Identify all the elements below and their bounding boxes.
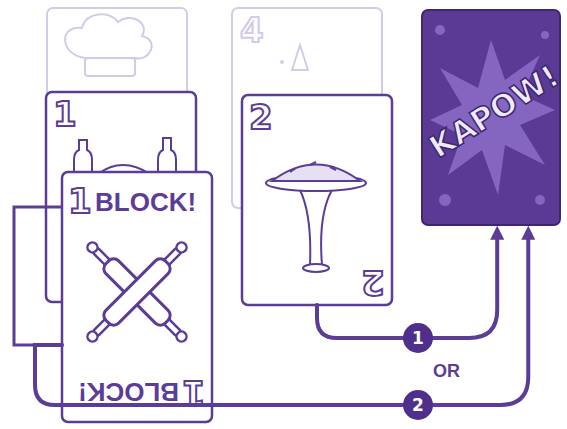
bracket: [14, 207, 62, 345]
rolling-pin-knob: [85, 240, 99, 254]
faded-sketch: [280, 60, 284, 64]
cake-stand-base: [303, 264, 329, 272]
choice-word: OR: [433, 362, 460, 380]
card-title: BLOCK!: [78, 379, 179, 405]
card-number: 1: [53, 97, 77, 131]
rolling-pin-handle: [92, 247, 182, 337]
bottle: [74, 140, 92, 174]
bottle: [158, 138, 176, 174]
rolling-pin: [83, 238, 192, 347]
chef-hat-band: [85, 58, 135, 76]
callout-number: 2: [403, 390, 433, 420]
number-card: 22: [242, 95, 392, 305]
rolling-pin-handle: [92, 247, 182, 337]
pie-vents: [290, 162, 336, 172]
flow-arrow: [35, 235, 528, 405]
splash-drop: [439, 194, 451, 206]
faded-sketch: [292, 45, 308, 70]
cake-stand: [300, 190, 332, 265]
rolling-pin-knob: [174, 240, 188, 254]
callout-number: 1: [403, 323, 433, 353]
card-number: 4: [240, 13, 264, 47]
chef-hat: [65, 14, 152, 58]
card-number: 1: [68, 184, 92, 218]
rolling-pin: [83, 238, 192, 347]
kapow-word: KAPOW!: [424, 64, 557, 163]
rolling-pin-body: [101, 256, 173, 328]
rolling-pin-knob: [174, 329, 188, 343]
splash-drop: [535, 195, 545, 205]
rolling-pin-body: [101, 256, 173, 328]
splash-drop: [541, 31, 549, 39]
kapow-card: [422, 10, 560, 225]
block-card: 1BLOCK!1BLOCK!: [62, 172, 212, 422]
card-number: 2: [249, 100, 273, 134]
flow-arrow: [317, 235, 497, 338]
rolling-pin-knob: [85, 329, 99, 343]
kapow-card: KAPOW!: [422, 10, 560, 225]
card-outline: [62, 172, 212, 422]
splash-drop: [435, 25, 445, 35]
card-number: 2: [361, 266, 385, 300]
card-title: BLOCK!: [95, 189, 196, 215]
pie: [272, 165, 360, 182]
card-outline: [242, 95, 392, 305]
